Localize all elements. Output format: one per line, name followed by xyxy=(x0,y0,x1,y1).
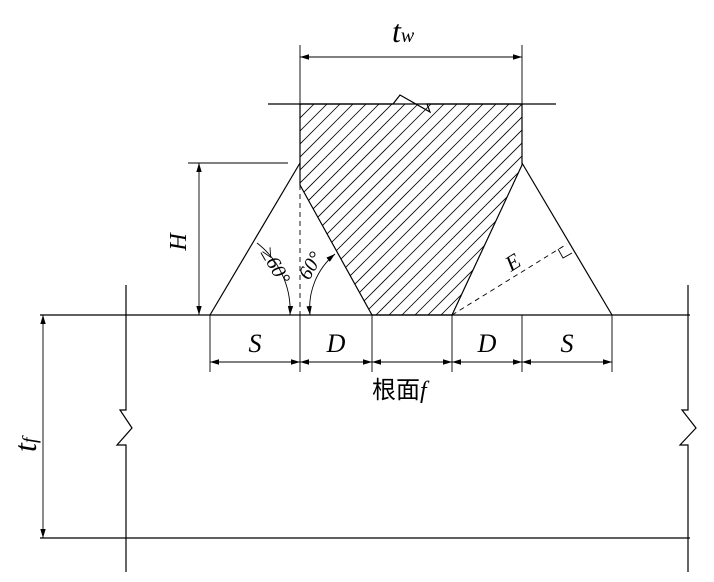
hatch-line xyxy=(300,104,522,315)
hatch-line xyxy=(300,104,522,315)
hatch-line xyxy=(300,104,419,315)
hatch-line xyxy=(300,104,522,315)
hatch-line xyxy=(0,0,15,500)
angle-label-ge60: ≥60° xyxy=(256,244,295,289)
hatch-line xyxy=(300,104,302,315)
label-d-right: D xyxy=(477,329,497,358)
hatch-line xyxy=(300,104,522,315)
angle-label-60: 60° xyxy=(294,248,327,283)
hatch-line xyxy=(300,104,522,315)
hatch-line xyxy=(0,0,158,500)
hatch-line xyxy=(0,0,67,500)
hatch-line xyxy=(0,0,2,500)
hatch-line xyxy=(320,104,522,315)
hatch-line xyxy=(300,104,522,315)
hatch-line xyxy=(300,104,522,315)
hatch-line xyxy=(300,104,406,315)
hatch-line xyxy=(0,0,80,500)
hatch-line xyxy=(300,104,393,315)
hatch-line xyxy=(359,104,522,315)
hatch-line xyxy=(0,0,262,500)
groove-right-outer xyxy=(521,162,613,316)
angle-arc-right xyxy=(306,253,336,316)
hatch-line xyxy=(300,104,522,315)
hatch-line xyxy=(300,104,522,315)
hatch-line xyxy=(300,104,522,315)
hatch-line xyxy=(0,0,171,500)
hatch-line xyxy=(300,104,432,315)
hatch-line xyxy=(0,0,93,500)
weld-hatch xyxy=(0,0,522,500)
angle-arc-left xyxy=(256,242,294,316)
flange-right-break xyxy=(678,285,697,572)
hatch-line xyxy=(300,104,522,315)
flange-left-break xyxy=(115,285,133,572)
hatch-line xyxy=(300,104,522,315)
label-root-face: 根面f xyxy=(372,376,430,404)
hatch-line xyxy=(398,104,522,315)
hatch-line xyxy=(300,104,522,315)
hatch-line xyxy=(0,0,184,500)
hatch-line xyxy=(300,104,522,315)
hatch-line xyxy=(0,0,54,500)
throat-e-line xyxy=(451,243,568,316)
hatch-line xyxy=(300,104,522,315)
hatch-line xyxy=(0,0,41,500)
hatch-line xyxy=(0,0,236,500)
h-label: H xyxy=(166,232,192,252)
hatch-line xyxy=(0,0,145,500)
label-d-left: D xyxy=(326,329,346,358)
hatch-line xyxy=(0,0,132,500)
hatch-line xyxy=(300,104,522,315)
hatch-line xyxy=(372,104,522,315)
hatch-line xyxy=(300,104,484,315)
web-break-line xyxy=(268,94,556,114)
hatch-line xyxy=(0,0,28,500)
tf-label: tf xyxy=(7,435,43,452)
groove-left-outer xyxy=(209,162,301,316)
hatch-line xyxy=(300,104,522,315)
hatch-line xyxy=(300,104,445,315)
hatch-line xyxy=(333,104,522,315)
tw-label: tw xyxy=(392,13,415,49)
hatch-line xyxy=(300,104,522,315)
hatch-line xyxy=(0,0,249,500)
hatch-line xyxy=(300,104,510,315)
hatch-line xyxy=(300,104,522,315)
hatch-line xyxy=(0,0,275,500)
hatch-line xyxy=(385,104,522,315)
label-s-left: S xyxy=(249,329,262,358)
weld-outline xyxy=(299,103,523,316)
label-s-right: S xyxy=(561,329,574,358)
hatch-line xyxy=(0,0,119,500)
right-angle-mark xyxy=(557,248,573,259)
hatch-line xyxy=(0,0,106,500)
hatch-line xyxy=(300,104,471,315)
